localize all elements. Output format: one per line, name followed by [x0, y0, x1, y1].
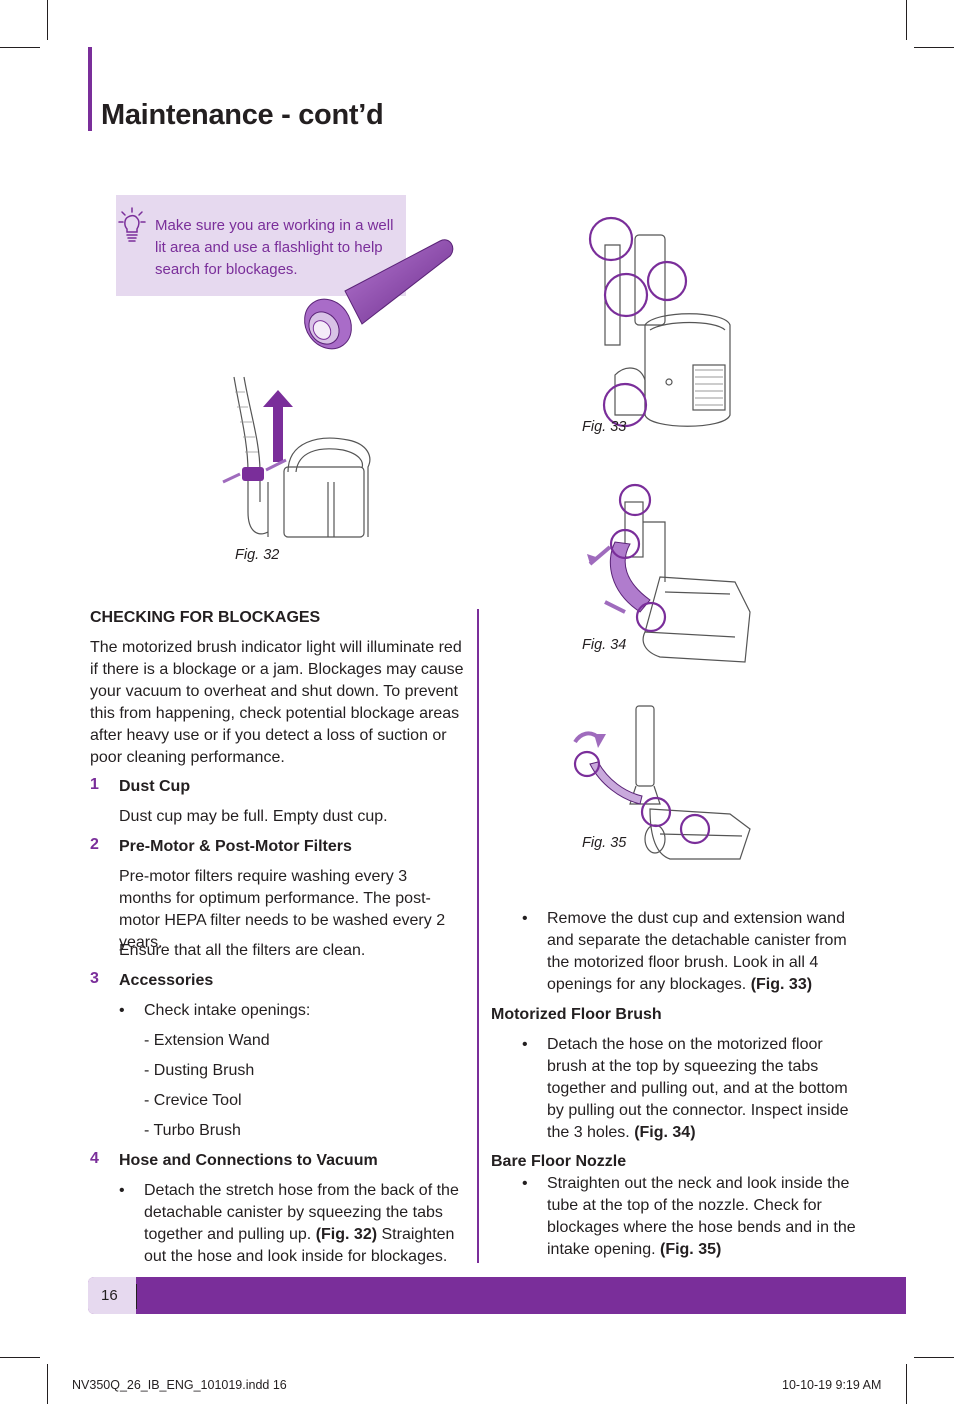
- fig-33-illustration: [588, 216, 731, 428]
- section-title: CHECKING FOR BLOCKAGES: [90, 609, 321, 626]
- item-4-bullet-tail: Straighten out the hose and look inside …: [144, 1226, 455, 1265]
- bullet-marker: •: [522, 1175, 528, 1192]
- item-1-heading: Dust Cup: [119, 778, 191, 795]
- crop-mark: [906, 1364, 907, 1404]
- crop-mark: [47, 0, 48, 40]
- bullet-marker: •: [119, 1002, 125, 1019]
- bfn-fig-ref: (Fig. 35): [659, 1241, 722, 1258]
- fig-34-label: Fig. 34: [582, 637, 627, 653]
- motorized-floor-brush-heading: Motorized Floor Brush: [491, 1006, 662, 1023]
- tip-text: Make sure you are working in a well lit …: [155, 217, 394, 278]
- fig-32-label: Fig. 32: [235, 547, 280, 563]
- fig-33-label: Fig. 33: [582, 419, 627, 435]
- dust-cup-bullet: Remove the dust cup and extension wand a…: [547, 908, 865, 996]
- page-title: Maintenance - cont’d: [101, 99, 384, 131]
- item-4-bullet-text: Detach the stretch hose from the back of…: [144, 1182, 459, 1243]
- subitem-crevice-tool: - Crevice Tool: [144, 1092, 242, 1109]
- footer-separator: [136, 1284, 137, 1309]
- item-1-text: Dust cup may be full. Empty dust cup.: [119, 808, 388, 825]
- fig-35-label: Fig. 35: [582, 835, 627, 851]
- item-2-heading: Pre-Motor & Post-Motor Filters: [119, 838, 352, 855]
- flashlight-illustration: [304, 239, 454, 350]
- bullet-marker: •: [119, 1182, 125, 1199]
- bullet-marker: •: [522, 910, 528, 927]
- item-2-number: 2: [90, 836, 99, 853]
- intro-paragraph: The motorized brush indicator light will…: [90, 639, 464, 766]
- crop-mark: [914, 47, 954, 48]
- fig-32-illustration: [222, 376, 371, 538]
- subitem-dusting-brush: - Dusting Brush: [144, 1062, 255, 1079]
- crop-mark: [47, 1364, 48, 1404]
- mfb-fig-ref: (Fig. 34): [634, 1124, 696, 1141]
- slug-filename: NV350Q_26_IB_ENG_101019.indd 16: [72, 1378, 287, 1392]
- item-4-number: 4: [90, 1150, 99, 1167]
- item-3-number: 3: [90, 970, 99, 987]
- bfn-text: Straighten out the neck and look inside …: [547, 1175, 856, 1258]
- title-accent-bar: [88, 47, 92, 131]
- subitem-extension-wand: - Extension Wand: [144, 1032, 270, 1049]
- tip-box: [116, 195, 406, 296]
- item-1-number: 1: [90, 776, 99, 793]
- item-2-text-2: Ensure that all the filters are clean.: [119, 942, 366, 959]
- bullet-marker: •: [522, 1036, 528, 1053]
- item-3-heading: Accessories: [119, 972, 214, 989]
- crop-mark: [914, 1357, 954, 1358]
- page-number-tab: [88, 1277, 136, 1314]
- crop-mark: [0, 1357, 40, 1358]
- bare-floor-nozzle-heading: Bare Floor Nozzle: [491, 1153, 627, 1170]
- page-number: 16: [101, 1287, 118, 1304]
- dust-cup-bullet-text: Remove the dust cup and extension wand a…: [547, 910, 847, 993]
- bare-floor-nozzle-text: Straighten out the neck and look inside …: [547, 1173, 857, 1261]
- item-4-heading: Hose and Connections to Vacuum: [119, 1152, 378, 1169]
- column-divider: [477, 609, 479, 1263]
- item-2-text: Pre-motor filters require washing every …: [119, 868, 446, 951]
- motorized-floor-brush-text: Detach the hose on the motorized floor b…: [547, 1034, 865, 1144]
- crop-mark: [0, 47, 40, 48]
- item-4-bullet: Detach the stretch hose from the back of…: [144, 1180, 464, 1268]
- subitem-turbo-brush: - Turbo Brush: [144, 1122, 241, 1139]
- item-3-bullet: Check intake openings:: [144, 1002, 311, 1019]
- mfb-text: Detach the hose on the motorized floor b…: [547, 1036, 849, 1141]
- footer-bar: [88, 1277, 906, 1314]
- slug-timestamp: 10-10-19 9:19 AM: [782, 1378, 882, 1392]
- crop-mark: [906, 0, 907, 40]
- fig-34-illustration: [587, 483, 751, 663]
- lightbulb-icon: [118, 207, 146, 242]
- dust-cup-fig-ref: (Fig. 33): [750, 976, 813, 993]
- item-4-fig-ref: (Fig. 32): [315, 1226, 378, 1243]
- fig-35-illustration: [573, 705, 751, 860]
